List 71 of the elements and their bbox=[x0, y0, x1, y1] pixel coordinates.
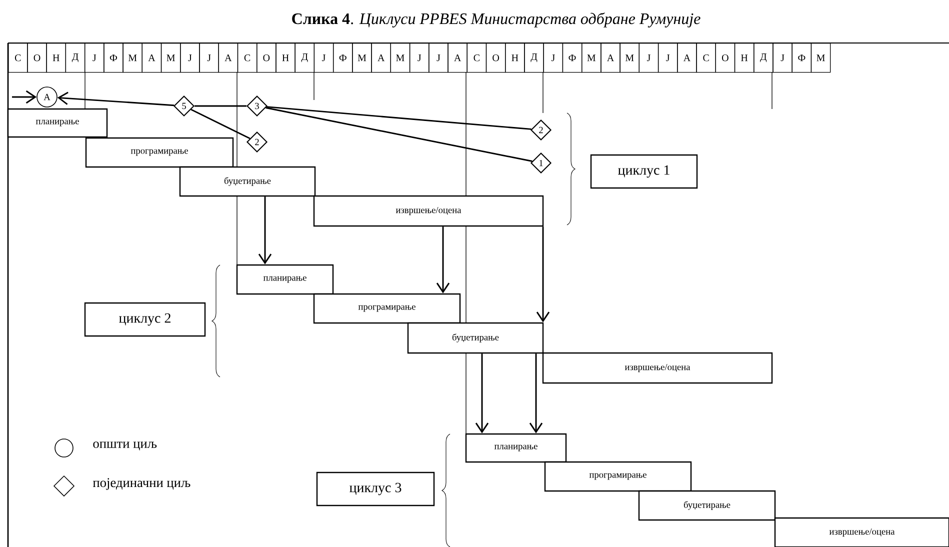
month-cell: А bbox=[142, 43, 162, 73]
month-cell: О bbox=[486, 43, 506, 73]
arrow bbox=[57, 92, 174, 106]
month-cell: С bbox=[8, 43, 28, 73]
connector-line bbox=[194, 105, 246, 107]
phase-bar: буџетирање bbox=[179, 166, 316, 197]
month-cell: Ф bbox=[792, 43, 812, 73]
month-cell: С bbox=[237, 43, 258, 73]
month-cell: Н bbox=[505, 43, 525, 73]
legend-text: општи циљ bbox=[93, 442, 157, 450]
phase-bar: буџетирање bbox=[638, 490, 776, 521]
month-cell: О bbox=[715, 43, 736, 73]
connector-line bbox=[266, 107, 532, 162]
month-cell: Ј bbox=[772, 43, 792, 73]
phase-bar: извршење/оцена bbox=[774, 517, 949, 547]
month-cell: Н bbox=[734, 43, 754, 73]
title: Слика 4. Циклуси PPBES Министарства одбране Румуније bbox=[292, 12, 700, 28]
phase-bar: програмирање bbox=[544, 461, 692, 492]
month-cell: М bbox=[352, 43, 372, 73]
month-cell: Ј bbox=[638, 43, 659, 73]
month-cell: А bbox=[218, 43, 238, 73]
month-cell: Д bbox=[294, 43, 315, 73]
month-cell: Ф bbox=[332, 43, 353, 73]
month-cell: Н bbox=[276, 43, 296, 73]
month-cell: Ј bbox=[658, 43, 678, 73]
month-cell: М bbox=[582, 43, 602, 73]
month-cell: Ф bbox=[562, 43, 582, 73]
month-cell: М bbox=[620, 43, 640, 73]
legend-text: појединачни циљ bbox=[92, 478, 190, 490]
phase-bar: извршење/оцена bbox=[313, 195, 544, 227]
month-cell: С bbox=[466, 43, 487, 73]
month-cell: Ф bbox=[104, 43, 124, 73]
cycle-box: циклус 2 bbox=[84, 302, 206, 337]
month-cell: Д bbox=[524, 43, 544, 73]
cycle-box: циклус 3 bbox=[316, 472, 435, 506]
month-cell: Н bbox=[46, 43, 66, 73]
phase-bar: буџетирање bbox=[407, 322, 544, 354]
month-cell: М bbox=[122, 43, 142, 73]
month-cell: С bbox=[696, 43, 716, 73]
month-cell: Ј bbox=[409, 43, 430, 73]
arrow bbox=[258, 196, 272, 264]
month-cell: Д bbox=[65, 43, 86, 73]
phase-bar: програмирање bbox=[85, 137, 234, 168]
month-cell: А bbox=[448, 43, 468, 73]
month-cell: М bbox=[160, 43, 181, 73]
month-cell: Ј bbox=[84, 43, 104, 73]
month-cell: Ј bbox=[543, 43, 564, 73]
month-cell: Ј bbox=[199, 43, 219, 73]
month-cell: Ј bbox=[428, 43, 448, 73]
phase-bar: извршење/оцена bbox=[542, 352, 773, 384]
arrow bbox=[475, 354, 489, 434]
month-cell: А bbox=[371, 43, 391, 73]
month-cell: Ј bbox=[180, 43, 200, 73]
month-cell: А bbox=[677, 43, 697, 73]
arrow bbox=[536, 226, 550, 322]
arrow bbox=[12, 90, 37, 104]
arrow bbox=[436, 226, 450, 294]
month-cell: Ј bbox=[314, 43, 334, 73]
phase-bar: програмирање bbox=[313, 293, 461, 324]
month-cell: Д bbox=[754, 43, 774, 73]
phase-bar: планирање bbox=[465, 433, 567, 463]
month-cell: О bbox=[256, 43, 276, 73]
phase-bar: планирање bbox=[236, 264, 334, 295]
connector-line bbox=[190, 108, 250, 140]
cycle-box: циклус 1 bbox=[590, 154, 698, 189]
month-cell: М bbox=[810, 43, 831, 73]
arrow bbox=[529, 354, 543, 434]
connector-line bbox=[266, 106, 532, 130]
month-cell: А bbox=[600, 43, 620, 73]
month-cell: О bbox=[27, 43, 47, 73]
month-cell: М bbox=[390, 43, 410, 73]
